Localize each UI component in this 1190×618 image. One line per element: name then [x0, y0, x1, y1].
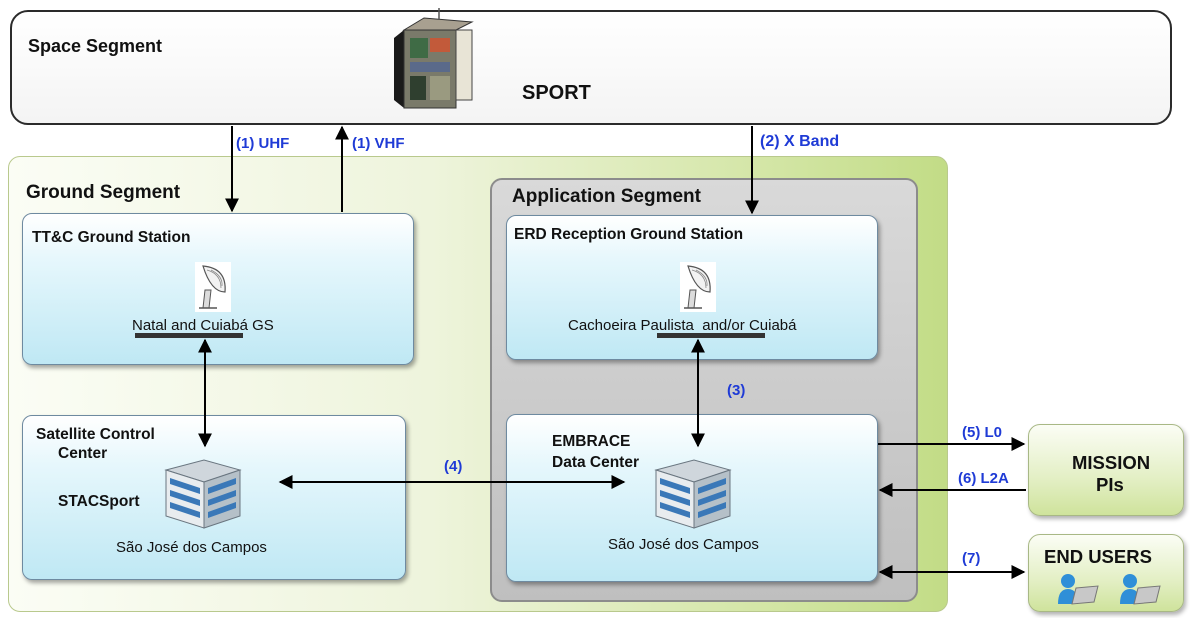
embrace-title-line2: Data Center	[552, 454, 639, 471]
end-users-title: END USERS	[1044, 546, 1152, 567]
scc-title-line2: Center	[58, 445, 108, 462]
scc-name: STACSport	[58, 493, 140, 510]
erd-location: Cachoeira Paulista and/or Cuiabá	[568, 317, 797, 334]
l2a-label: (6) L2A	[958, 470, 1009, 487]
ttc-location: Natal and Cuiabá GS	[132, 317, 274, 334]
antenna-bus-bar	[135, 333, 243, 338]
satellite-name: SPORT	[522, 82, 591, 104]
satellite-icon	[394, 8, 474, 109]
scc-location: São José dos Campos	[116, 539, 267, 556]
antenna-bus-bar	[657, 333, 765, 338]
end-users-box	[1028, 534, 1184, 612]
l0-label: (5) L0	[962, 424, 1003, 441]
xband-label: (2) X Band	[760, 133, 840, 150]
mission-pis-box	[1028, 424, 1184, 516]
user-computer-icon	[1058, 574, 1099, 605]
space-segment-title: Space Segment	[28, 36, 163, 56]
embrace-title-line1: EMBRACE	[552, 433, 631, 450]
vhf-label: (1) VHF	[352, 135, 405, 152]
building-icon	[164, 459, 242, 529]
erd-title: ERD Reception Ground Station	[514, 226, 744, 243]
link-7-label: (7)	[962, 550, 981, 567]
ttc-title: TT&C Ground Station	[32, 229, 191, 246]
embrace-location: São José dos Campos	[608, 536, 759, 553]
user-computer-icon	[1120, 574, 1161, 605]
uhf-label: (1) UHF	[236, 135, 290, 152]
mission-pis-line1: MISSION	[1072, 452, 1151, 473]
building-icon	[654, 459, 732, 529]
scc-title-line1: Satellite Control	[36, 426, 155, 443]
link-3-label: (3)	[727, 382, 746, 399]
ground-segment-title: Ground Segment	[26, 182, 181, 203]
antenna-dish-icon	[680, 262, 716, 312]
application-segment-title: Application Segment	[512, 186, 701, 207]
link-4-label: (4)	[444, 458, 463, 475]
antenna-dish-icon	[195, 262, 231, 312]
mission-pis-line2: PIs	[1096, 474, 1124, 495]
space-segment-box	[10, 10, 1172, 125]
